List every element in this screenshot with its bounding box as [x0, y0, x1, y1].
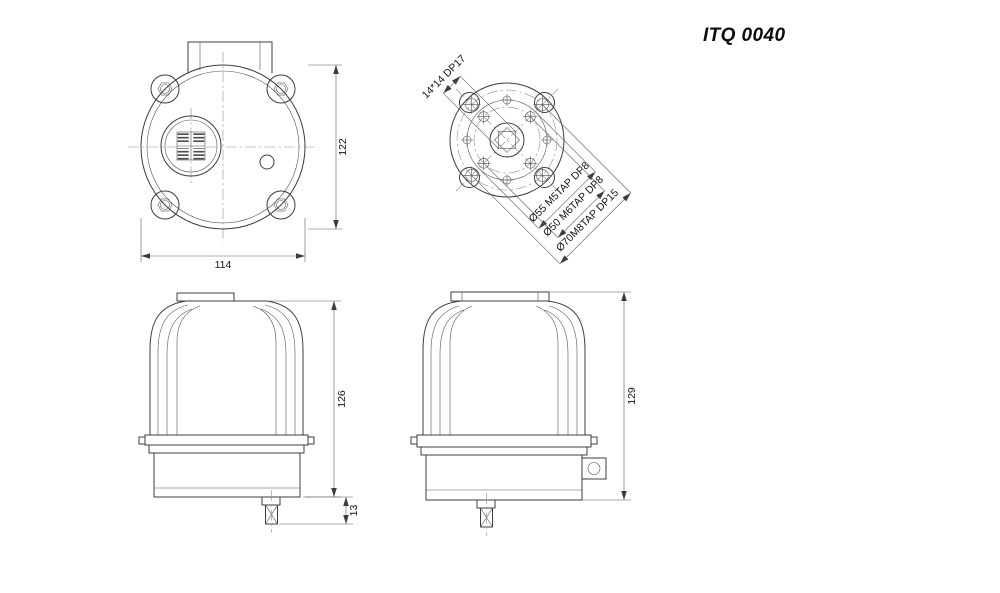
hex-bolt-icon	[157, 82, 173, 96]
top-view-centerlines	[128, 52, 318, 242]
top-view-height-dim: 122	[337, 138, 349, 156]
square-drive-socket	[494, 127, 520, 153]
dimension-129: 129	[549, 291, 638, 501]
side-view: 129	[410, 291, 638, 536]
dimension-13: 13	[279, 496, 360, 525]
front-base-flange	[138, 434, 315, 498]
flange-ear	[459, 92, 555, 188]
terminal-box	[187, 41, 273, 74]
m5-tapped-holes	[461, 94, 553, 186]
flange-ear	[150, 74, 180, 104]
m8-tapped-holes	[462, 95, 552, 185]
top-view-width-dim: 114	[215, 259, 232, 271]
hex-bolt-icon	[157, 198, 173, 212]
front-view: 126 13	[138, 292, 360, 533]
flange-ear	[266, 74, 296, 104]
dimension-126: 126	[270, 300, 348, 498]
dimension-114: 114	[140, 218, 306, 271]
top-cap	[176, 292, 235, 302]
hex-bolt-icon	[273, 198, 289, 212]
bottom-flange-view: 14*14 DP17 Ø55 M5TAP DP8 Ø50 M6TAP DP8 Ø…	[420, 53, 631, 264]
shaft-length-dim: 13	[348, 505, 360, 517]
hex-bolt-icon	[273, 82, 289, 96]
flange-ear	[266, 190, 296, 220]
shaft-port-circle	[259, 154, 275, 170]
side-view-height-dim: 129	[626, 387, 638, 405]
position-indicator	[160, 115, 222, 177]
front-body	[149, 292, 304, 436]
output-shaft	[261, 490, 281, 533]
drawing-title: ITQ 0040	[703, 25, 785, 46]
flange-ear	[150, 190, 180, 220]
actuator-body-outline	[140, 64, 306, 230]
conduit-boss	[581, 457, 607, 480]
flange-centerlines	[455, 88, 559, 192]
top-view: 122 114	[128, 41, 349, 271]
side-body	[422, 291, 586, 436]
side-base-flange	[410, 434, 598, 501]
top-cap	[450, 291, 550, 302]
front-view-height-dim: 126	[336, 390, 348, 408]
output-shaft	[476, 493, 496, 536]
dimension-122: 122	[308, 64, 349, 230]
